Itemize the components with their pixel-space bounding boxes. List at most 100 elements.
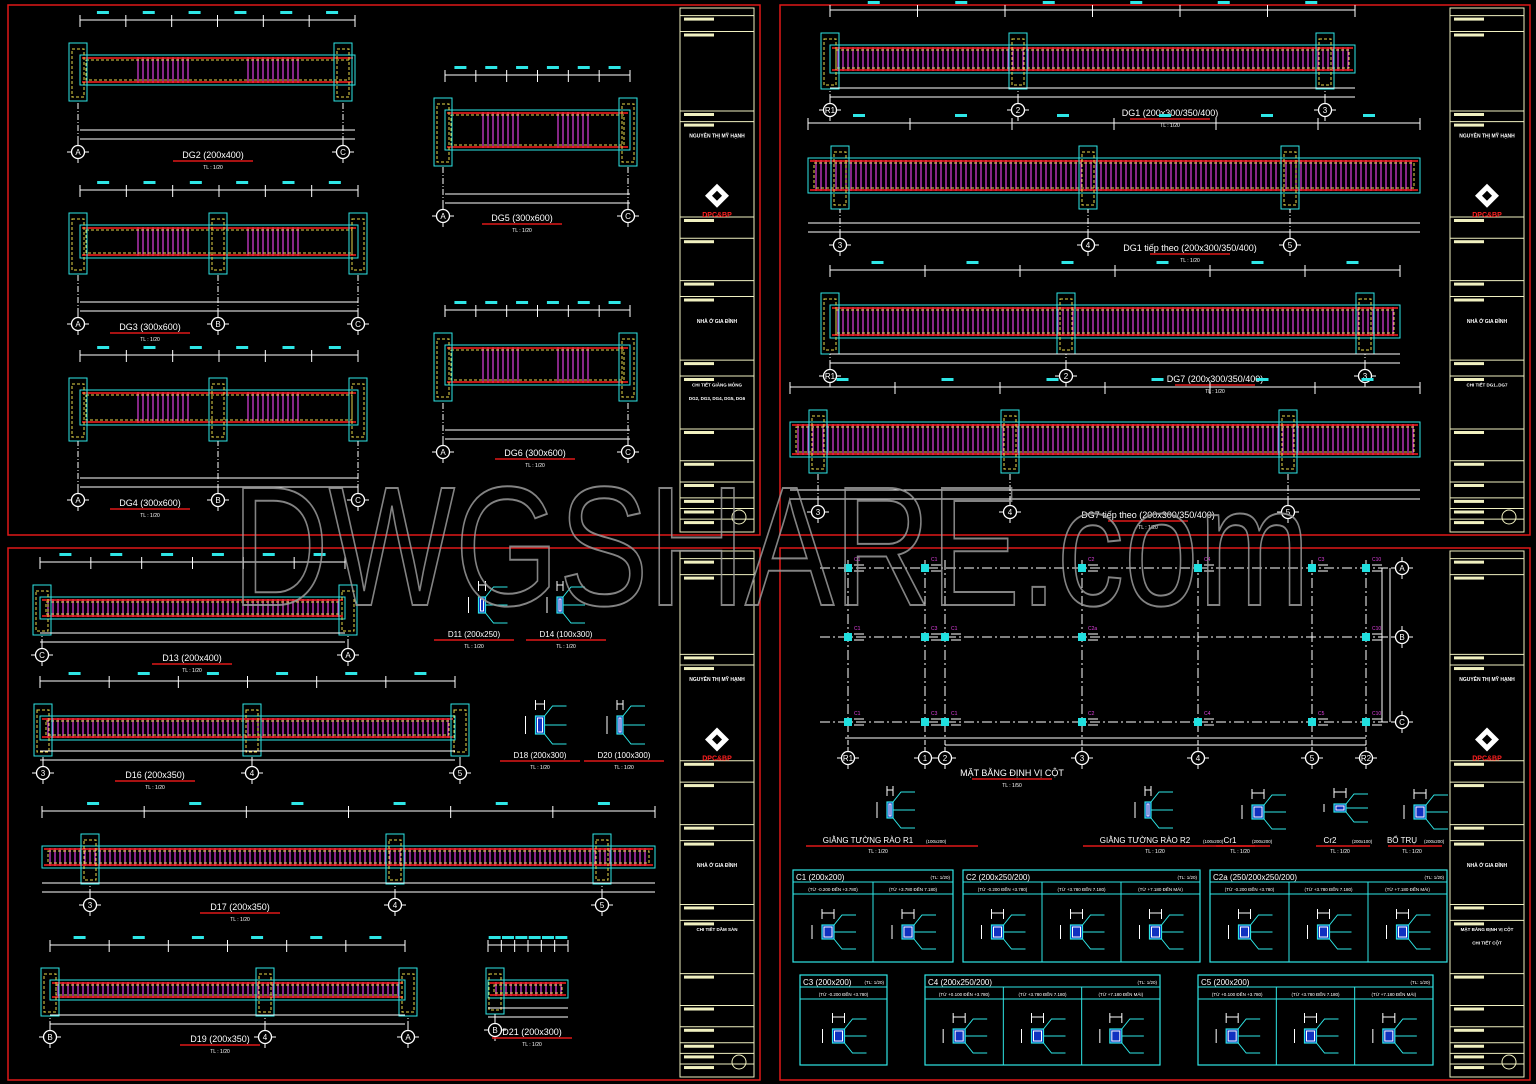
section-stirrup xyxy=(1253,806,1263,818)
axis-circle xyxy=(452,765,468,781)
support-rebar xyxy=(83,839,97,881)
axis-circle xyxy=(42,1029,58,1045)
level-range: (TỪ +7.180 ĐẾN MÁI) xyxy=(1138,886,1183,892)
title-block-field xyxy=(684,378,714,381)
column-marker xyxy=(1078,718,1086,726)
drawing-title: D20 (100x300)TL : 1/20 xyxy=(584,751,664,771)
axis-bubble: C xyxy=(31,644,53,666)
axis-bubble: 3 xyxy=(32,762,54,784)
axis-label: 3 xyxy=(816,508,821,517)
section-stirrup xyxy=(1072,926,1081,938)
dimension-value xyxy=(495,802,508,805)
axis-circle xyxy=(435,208,451,224)
cross-section xyxy=(1228,909,1273,950)
column-marker xyxy=(1194,564,1202,572)
section-stirrup xyxy=(1240,926,1249,938)
axis-circle xyxy=(1280,504,1296,520)
table-frame xyxy=(924,974,1161,1066)
title-block-field xyxy=(1454,826,1484,830)
beam-outline xyxy=(444,344,631,386)
axis-circle xyxy=(822,368,838,384)
axis-label: 3 xyxy=(1323,106,1328,115)
dimension-value xyxy=(189,802,202,805)
axis-label: 5 xyxy=(1286,508,1291,517)
leader-line xyxy=(1408,914,1431,926)
axis-circle xyxy=(594,897,610,913)
title-block-frame xyxy=(679,550,755,1078)
leader-line xyxy=(1394,1042,1417,1054)
support-rebar xyxy=(401,973,415,1013)
table-frame xyxy=(1197,974,1434,1066)
drawing-title: D21 (200x300)TL : 1/20 xyxy=(492,1027,572,1048)
dimension-value xyxy=(502,936,514,939)
dimension-value xyxy=(1130,1,1143,4)
title-block-field xyxy=(684,113,714,116)
drawing-title-text: DG5 (300x600) xyxy=(491,213,553,223)
dimension-value xyxy=(282,181,295,184)
drawing-title-text: D20 (100x300) xyxy=(598,751,651,760)
title-block-field xyxy=(1454,784,1484,788)
drawing-scale: TL : 1/20 xyxy=(525,463,545,469)
drawing-title: D11 (200x250)TL : 1/20 xyxy=(434,630,514,650)
support-rebar xyxy=(833,151,847,206)
title-block-frame xyxy=(1449,550,1525,1078)
beam-outline xyxy=(79,389,359,426)
level-range: (TỪ +3.780 ĐẾN 7.180) xyxy=(1019,991,1067,997)
dimension-value xyxy=(280,11,293,14)
title-block-field xyxy=(684,1028,714,1032)
axis-bubble: B xyxy=(484,1019,506,1041)
stirrup-zone xyxy=(45,720,450,736)
section-scale: TL : 1/20 xyxy=(1230,849,1250,855)
support-column xyxy=(385,833,405,885)
drawing-title-text: D11 (200x250) xyxy=(448,630,501,639)
dimension-value xyxy=(132,936,145,939)
axis-bubble: C xyxy=(1391,711,1413,733)
axis-label: A xyxy=(1399,564,1405,573)
axis-circle xyxy=(1074,750,1090,766)
dimension-value xyxy=(516,301,529,304)
title-block-field xyxy=(1454,906,1484,910)
axis-circle xyxy=(70,144,86,160)
axis-bubble: 4 xyxy=(384,894,406,916)
dimension-value xyxy=(1217,1,1230,4)
table-scale: (TL: 1/20) xyxy=(1410,980,1430,985)
table-scale: (TL: 1/20) xyxy=(864,980,884,985)
section-stirrup xyxy=(1335,805,1345,811)
axis-bubble: 3 xyxy=(807,501,829,523)
axis-bubble: A xyxy=(67,141,89,163)
title-block-field xyxy=(1454,1007,1484,1011)
title-block-field xyxy=(1454,362,1484,366)
title-block-field xyxy=(1454,1066,1484,1070)
dimension-value xyxy=(189,346,202,349)
axis-label: R1 xyxy=(825,106,836,115)
axis-circle xyxy=(350,316,366,332)
dimension-value xyxy=(236,346,249,349)
title-block-field xyxy=(684,298,714,302)
support-column xyxy=(433,332,453,402)
title-block-frame xyxy=(1449,7,1525,533)
dimension-value xyxy=(577,301,590,304)
dimension-value xyxy=(313,553,326,556)
level-range: (TỪ +3.780 ĐẾN 7.180) xyxy=(1292,991,1340,997)
title-block-field xyxy=(684,499,714,503)
support-rebar xyxy=(1358,298,1372,351)
dimension-value xyxy=(1159,114,1171,117)
support-column xyxy=(40,967,60,1017)
dimension-value xyxy=(1346,261,1359,264)
axis-circle xyxy=(1394,714,1410,730)
axis-circle xyxy=(350,492,366,508)
dimension-value xyxy=(97,346,110,349)
axis-circle xyxy=(1190,750,1206,766)
axis-bubble: R1 xyxy=(819,99,841,121)
axis-circle xyxy=(244,765,260,781)
drawing-scale: TL : 1/20 xyxy=(210,1049,230,1055)
beam-outline xyxy=(79,54,356,86)
axis-label: 4 xyxy=(393,901,398,910)
section-stirrup xyxy=(1111,1030,1121,1042)
column-marker xyxy=(1362,564,1370,572)
dimension-value xyxy=(282,346,295,349)
